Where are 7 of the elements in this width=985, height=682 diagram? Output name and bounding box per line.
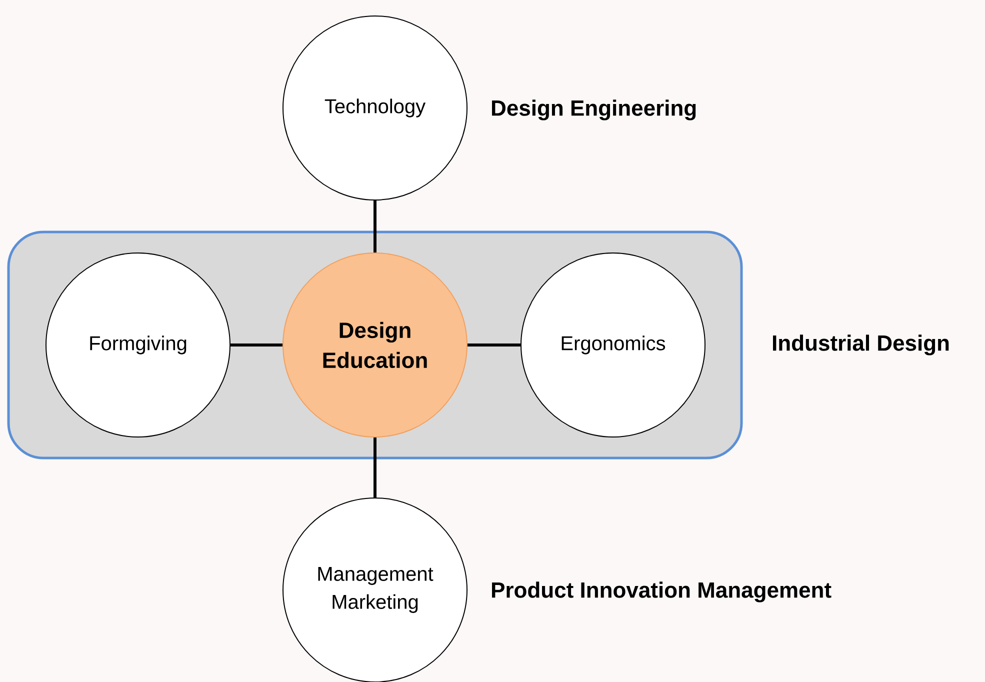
connector-line [374, 438, 376, 498]
band-heading: Industrial Design [773, 334, 949, 356]
connector-line [230, 344, 282, 346]
connector-line [468, 344, 520, 346]
connector-line [374, 200, 376, 252]
side-label: Design Engineering [492, 100, 696, 120]
side-label: Product Innovation Management [492, 582, 832, 602]
